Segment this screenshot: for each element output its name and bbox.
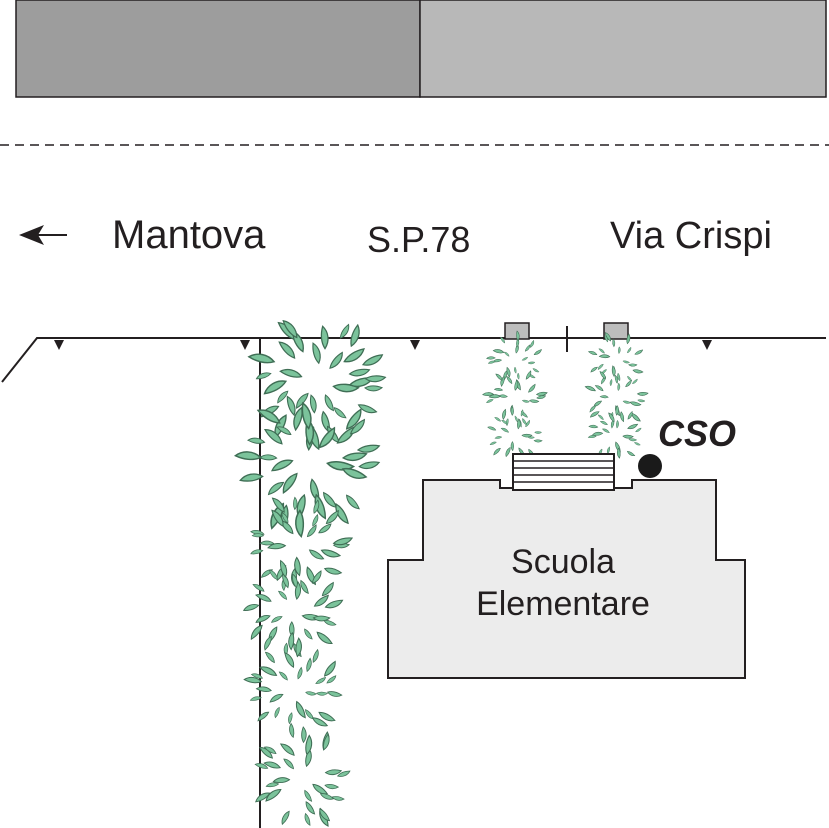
gate-post-right [603,322,629,340]
boundary-ticks [54,340,712,350]
tree-icon [243,560,344,657]
building-label-line2: Elementare [476,585,650,623]
tree-icon [243,637,343,738]
school-building [387,479,746,679]
road-label: S.P.78 [367,219,470,260]
filled-circle-icon [638,454,662,478]
tree-icon [486,330,543,391]
tree-icon [482,367,548,428]
point-label: CSO [658,413,736,454]
tree-icon [234,394,380,538]
tree-icon [584,365,649,429]
direction-label: Mantova [112,213,266,257]
property-boundary [1,337,826,383]
building-label-line1: Scuola [511,543,615,581]
road-band-left [15,0,421,98]
tree-icon [254,726,351,827]
road-band-right [419,0,827,98]
entrance-steps [512,453,615,491]
street-label: Via Crispi [610,215,772,257]
arrow-left-icon [19,225,67,245]
